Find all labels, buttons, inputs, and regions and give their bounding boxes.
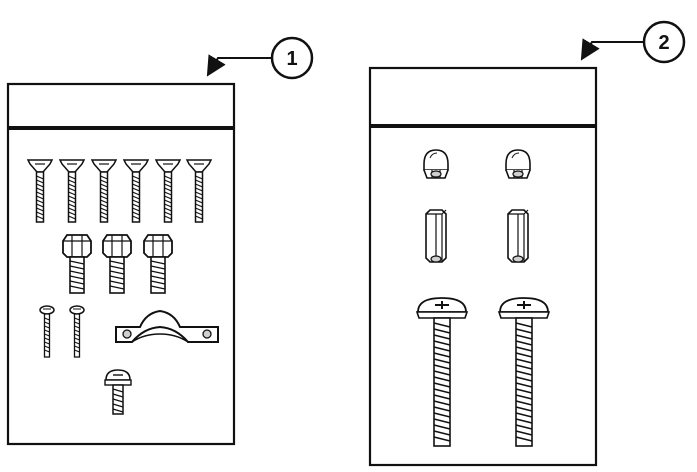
callout-1-label: 1 <box>286 48 297 70</box>
acorn-nut <box>423 149 449 179</box>
bag-2-outline <box>368 66 598 467</box>
hex-bolt-group <box>62 234 173 294</box>
bag-1 <box>6 82 236 446</box>
acorn-nut <box>505 149 531 179</box>
callout-1-leader <box>206 54 272 77</box>
callout-1-circle <box>270 36 314 80</box>
callout-2-circle <box>642 20 686 64</box>
saddle-clamp <box>115 309 219 343</box>
pan-head-screw-short <box>104 369 132 415</box>
callout-1: 1 <box>206 36 314 80</box>
hex-standoff <box>425 209 447 263</box>
hex-standoff <box>507 209 529 263</box>
callout-2-leader <box>580 38 644 61</box>
callout-2-label: 2 <box>658 32 669 54</box>
bag-2 <box>368 66 598 467</box>
callout-2: 2 <box>580 20 686 64</box>
